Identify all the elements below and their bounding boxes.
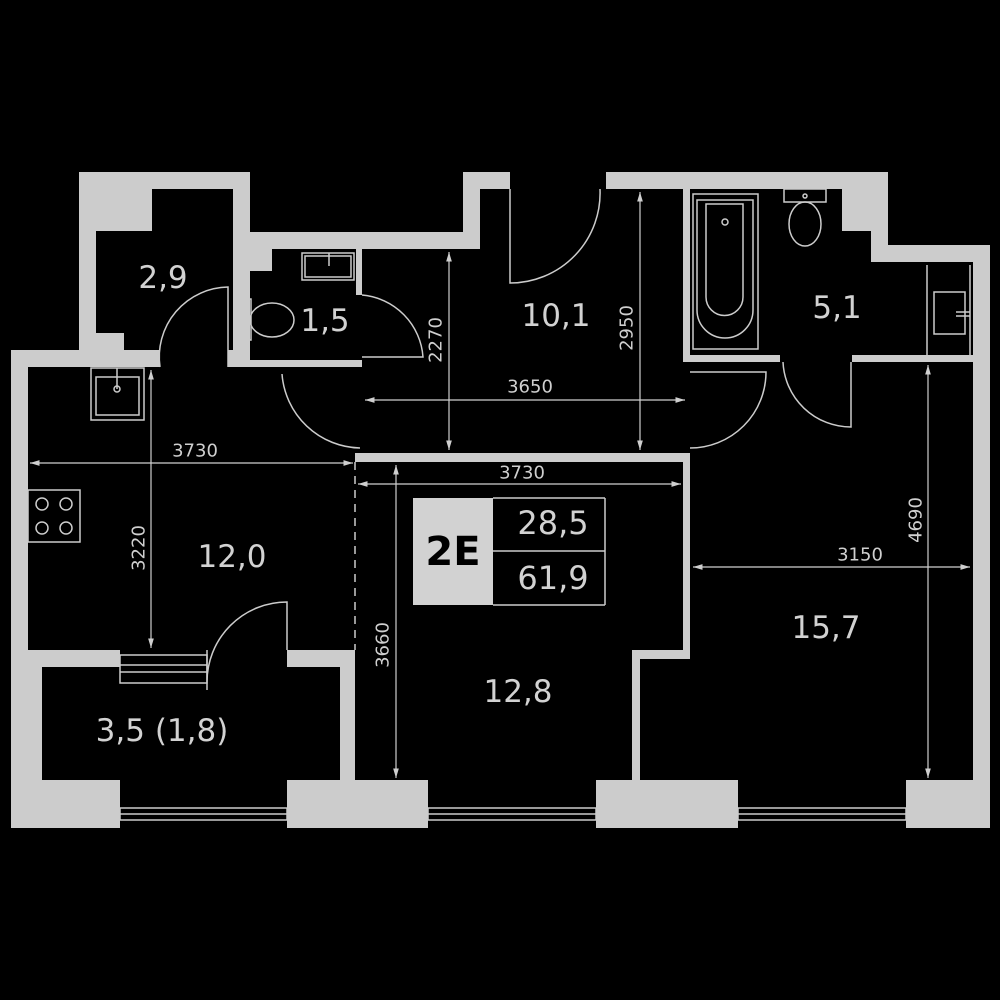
total-area: 61,9 [517,559,589,597]
room-area-wc: 1,5 [300,303,350,339]
dim-hall-depth-left: 2270 [425,317,447,363]
dim-hall-width: 3650 [507,376,553,398]
room-area-storage: 2,9 [138,260,188,296]
room-area-hall: 10,1 [521,298,591,334]
room-area-balcony: 3,5 (1,8) [95,713,229,749]
apartment-code: 2E [413,498,493,605]
apartment-badge: 2E 28,5 61,9 [413,498,605,605]
dim-living-depth: 4690 [905,497,927,543]
dim-living-width: 3150 [837,544,883,566]
fixtures-doors-windows [27,188,971,821]
room-area-bathroom: 5,1 [812,290,862,326]
dim-kitchen-depth: 3220 [128,525,150,571]
dim-bedroom-depth: 3660 [372,622,394,668]
room-area-kitchen: 12,0 [197,539,267,575]
room-area-living: 15,7 [791,610,861,646]
dim-kitchen-width: 3730 [172,440,218,462]
dimension-lines [30,192,970,778]
living-area: 28,5 [517,504,589,542]
dim-hall-depth-right: 2950 [616,305,638,351]
room-area-bedroom: 12,8 [483,674,553,710]
dim-bedroom-width: 3730 [499,462,545,484]
